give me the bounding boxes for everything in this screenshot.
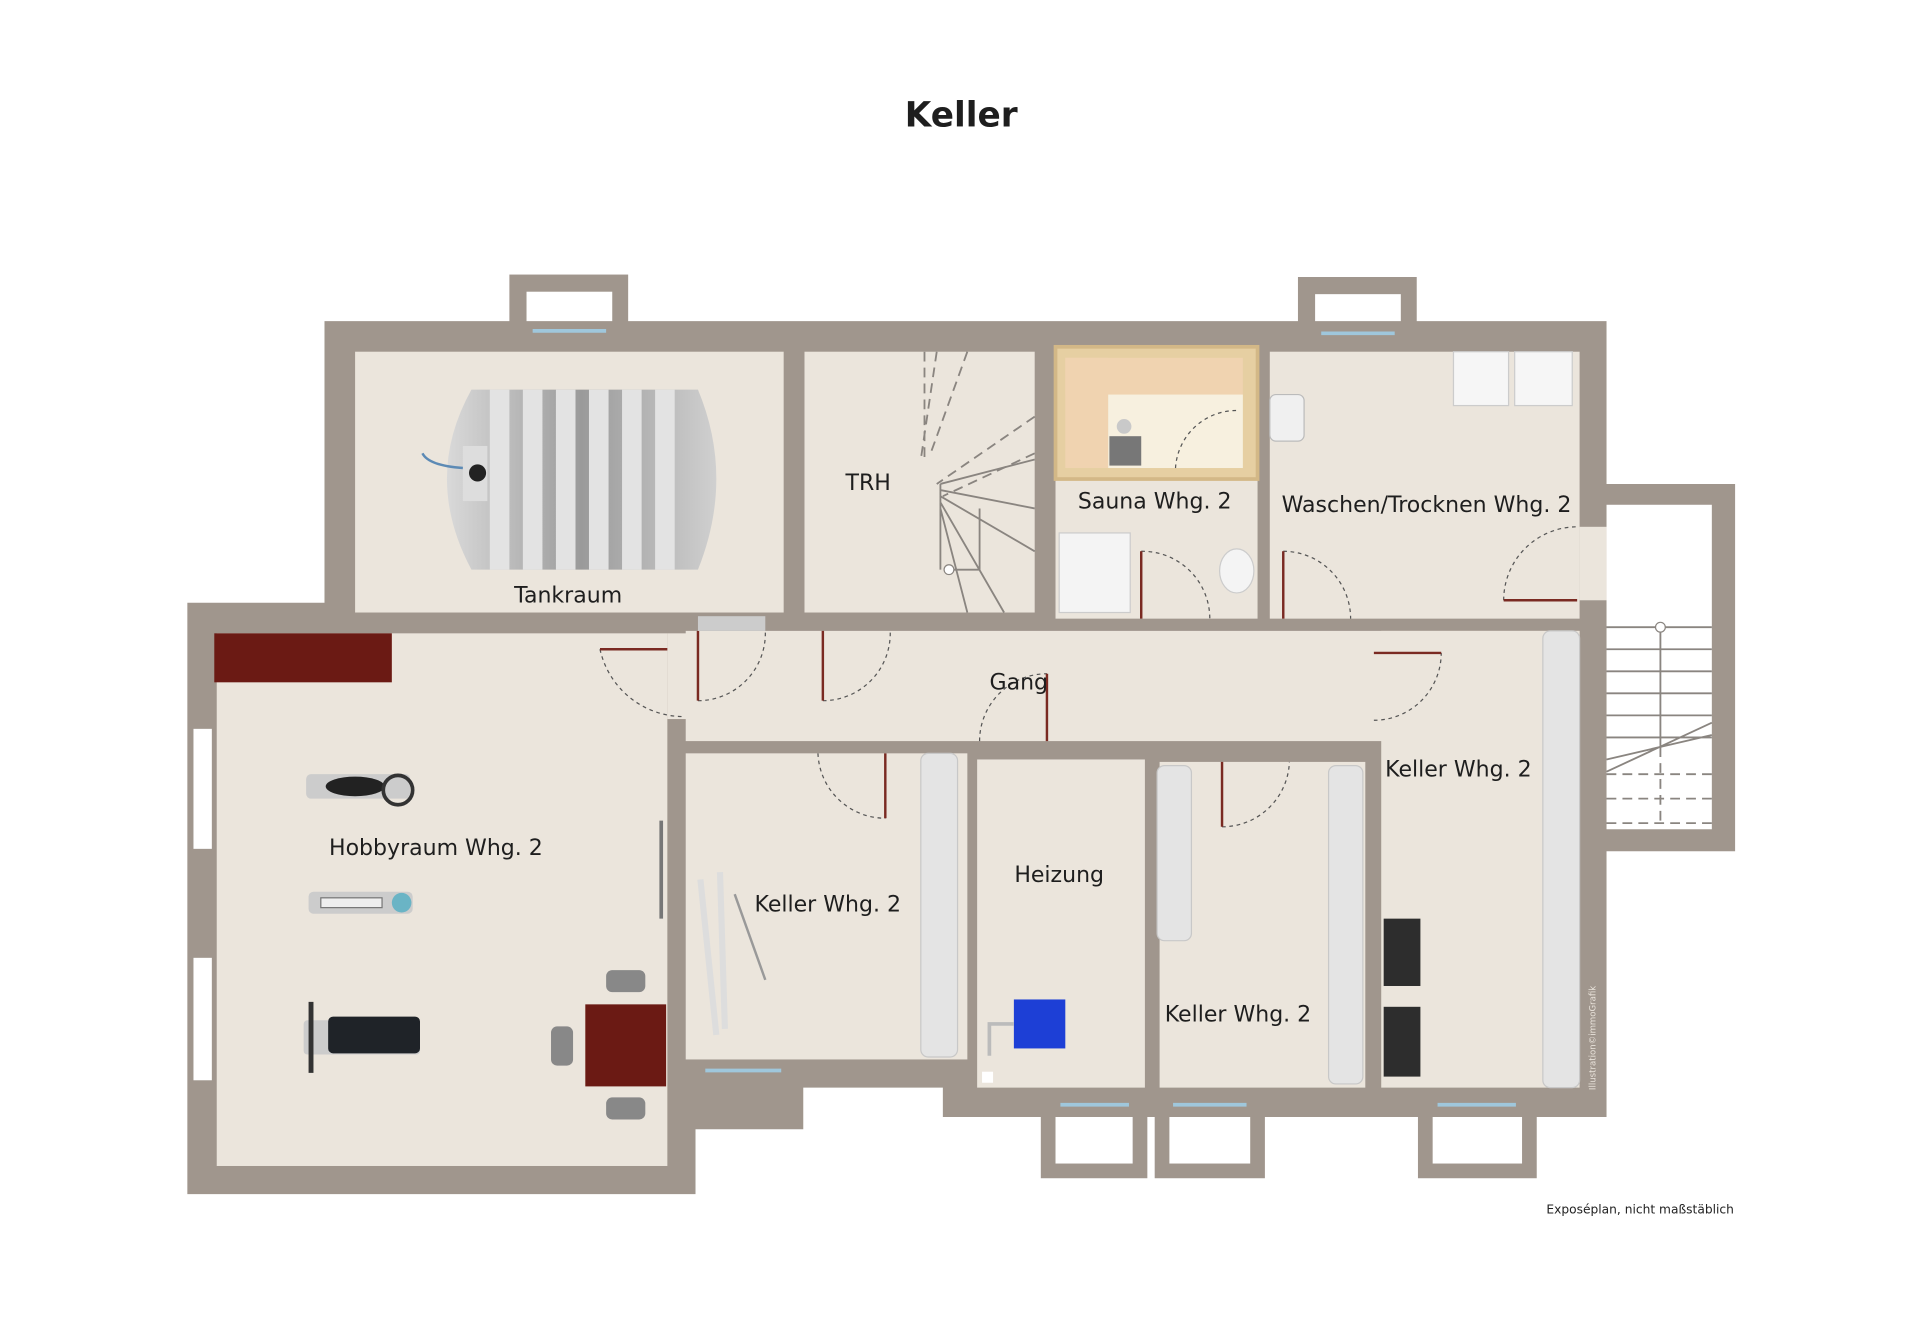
skis-icon: [697, 872, 767, 1036]
room-label-hobbyraum: Hobbyraum Whg. 2: [329, 836, 543, 861]
dryer-icon: [1514, 351, 1573, 407]
shower-icon: [1058, 532, 1131, 614]
exterior-staircase: [1606, 621, 1713, 825]
sink-icon: [1218, 548, 1255, 594]
plan-title: Keller: [905, 95, 1018, 135]
room-label-keller-b: Keller Whg. 2: [1165, 1003, 1312, 1028]
room-label-trh: TRH: [844, 471, 890, 496]
room-label-gang: Gang: [990, 671, 1049, 696]
washing-machine-icon: [1452, 351, 1510, 407]
room-label-sauna: Sauna Whg. 2: [1078, 489, 1232, 514]
room-label-waschen: Waschen/Trocknen Whg. 2: [1282, 493, 1572, 518]
room-label-tankraum: Tankraum: [513, 584, 622, 609]
boiler-icon: [982, 999, 1066, 1083]
window-hobby-1: [193, 728, 212, 849]
watermark: Illustration©immoGrafik: [1589, 986, 1599, 1090]
wine-rack-icon: [1383, 918, 1421, 1077]
window-hobby-2: [193, 957, 212, 1081]
room-label-heizung: Heizung: [1014, 863, 1104, 888]
exercise-bike-icon: [306, 773, 415, 807]
staircase: [919, 351, 1036, 613]
shelves: [920, 630, 1581, 1089]
room-label-keller-c: Keller Whg. 2: [1385, 758, 1532, 783]
dining-table-icon: [551, 970, 667, 1120]
sink-utility-icon: [1269, 393, 1305, 442]
cabinet-icon: [214, 633, 392, 683]
sauna-cabin-icon: [1053, 344, 1260, 481]
oil-tank-icon: [421, 389, 717, 570]
footer-note: Exposéplan, nicht maßstäblich: [1546, 1203, 1733, 1217]
room-label-keller-a: Keller Whg. 2: [754, 892, 901, 917]
elliptical-trainer-icon: [308, 891, 413, 914]
weight-bench-icon: [303, 1001, 420, 1073]
doors: [599, 526, 1578, 919]
